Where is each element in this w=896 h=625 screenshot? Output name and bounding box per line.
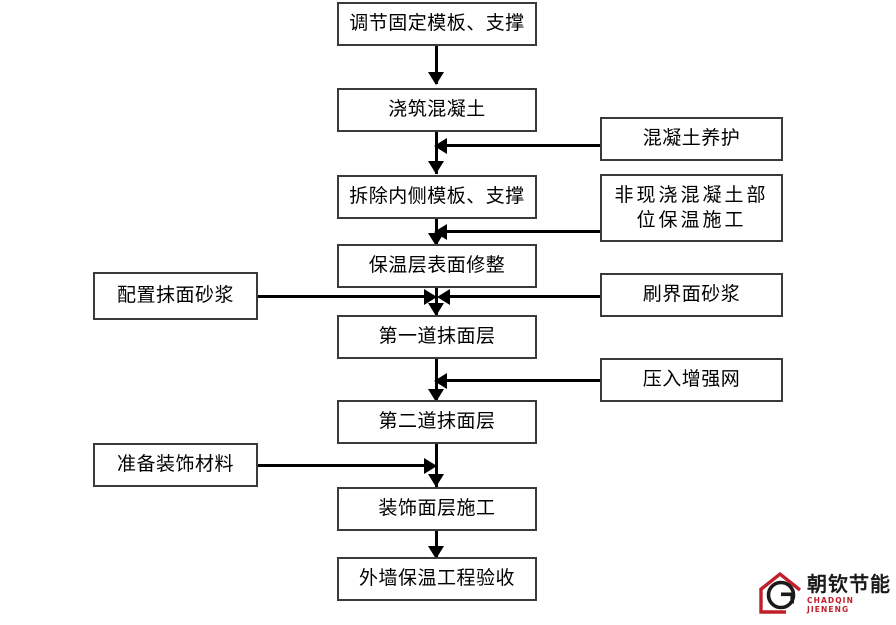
- node-label: 压入增强网: [642, 368, 741, 391]
- connector-adjust-to-pour: [435, 46, 438, 84]
- arrowhead-decor-material-to-main: [424, 458, 437, 474]
- node-aux-mix-plaster-mortar[interactable]: 配置抹面砂浆: [93, 272, 258, 320]
- node-aux-concrete-curing[interactable]: 混凝土养护: [600, 117, 783, 161]
- node-label: 保温层表面修整: [368, 254, 506, 277]
- node-label: 第一道抹面层: [378, 325, 496, 348]
- arrowhead-curing-to-main: [434, 138, 447, 154]
- node-label: 调节固定模板、支撑: [349, 12, 525, 35]
- node-label: 准备装饰材料: [116, 453, 234, 476]
- connector-decor-to-acceptance: [435, 531, 438, 559]
- connector-curing-to-main: [437, 144, 600, 147]
- node-step-remove-formwork[interactable]: 拆除内侧模板、支撑: [337, 175, 537, 219]
- logo-name-cn: 朝钦节能: [807, 572, 891, 596]
- node-label: 浇筑混凝土: [388, 98, 486, 121]
- arrowhead-interface-to-main: [437, 289, 450, 305]
- node-label: 配置抹面砂浆: [116, 284, 234, 307]
- arrowhead-pour-to-remove: [428, 161, 444, 174]
- arrowhead-adjust-to-pour: [428, 72, 444, 85]
- arrowhead-mortar-to-main: [424, 289, 437, 305]
- node-step-adjust-formwork[interactable]: 调节固定模板、支撑: [337, 2, 537, 46]
- brand-logo: 朝钦节能 CHADQIN JIENENG: [756, 568, 892, 620]
- house-g-icon: [756, 571, 804, 617]
- arrowhead-mesh-to-main: [434, 373, 447, 389]
- node-step-first-plaster[interactable]: 第一道抹面层: [337, 315, 537, 359]
- connector-mortar-to-main: [258, 295, 431, 298]
- node-label: 拆除内侧模板、支撑: [349, 185, 525, 208]
- node-label: 刷界面砂浆: [642, 283, 741, 306]
- node-aux-prepare-decor[interactable]: 准备装饰材料: [93, 443, 258, 487]
- logo-text-block: 朝钦节能 CHADQIN JIENENG: [807, 572, 892, 615]
- node-step-pour-concrete[interactable]: 浇筑混凝土: [337, 88, 537, 132]
- arrowhead-noncast-to-main: [434, 224, 447, 240]
- node-aux-non-cast-insulation[interactable]: 非现浇混凝土部 位保温施工: [600, 174, 783, 242]
- connector-mesh-to-main: [437, 379, 600, 382]
- arrowhead-decor-to-acceptance: [428, 546, 444, 559]
- node-step-decor-finish[interactable]: 装饰面层施工: [337, 487, 537, 531]
- arrowhead-second-to-decor: [428, 474, 444, 487]
- node-label: 装饰面层施工: [378, 497, 496, 520]
- node-step-surface-trim[interactable]: 保温层表面修整: [337, 244, 537, 288]
- node-step-second-plaster[interactable]: 第二道抹面层: [337, 400, 537, 444]
- node-label: 混凝土养护: [642, 127, 741, 150]
- arrowhead-first-to-second: [428, 389, 444, 402]
- node-aux-press-mesh[interactable]: 压入增强网: [600, 358, 783, 402]
- node-label: 第二道抹面层: [378, 410, 496, 433]
- connector-noncast-to-main: [437, 230, 600, 233]
- connector-interface-to-main: [440, 295, 600, 298]
- node-step-acceptance[interactable]: 外墙保温工程验收: [337, 557, 537, 601]
- node-label: 外墙保温工程验收: [358, 567, 515, 590]
- connector-decor-material-to-main: [258, 464, 431, 467]
- node-aux-brush-interface[interactable]: 刷界面砂浆: [600, 273, 783, 317]
- node-label: 非现浇混凝土部 位保温施工: [614, 183, 769, 231]
- arrowhead-trim-to-first: [428, 303, 444, 316]
- logo-name-en: CHADQIN JIENENG: [807, 596, 854, 614]
